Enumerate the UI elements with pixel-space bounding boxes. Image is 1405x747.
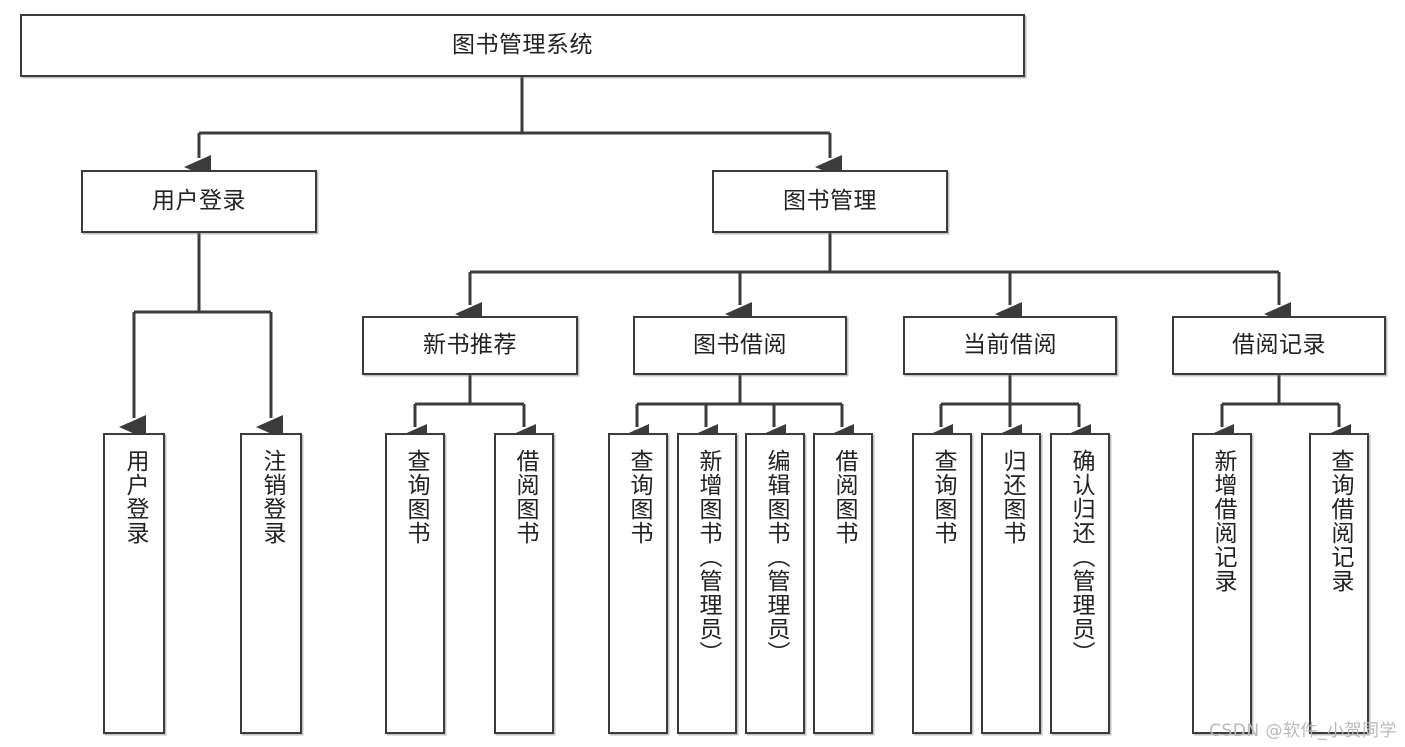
node-new-book-rec[interactable]: 新书推荐 [362,316,578,375]
node-leaf-query-book-2[interactable]: 查询图书 [608,433,668,734]
node-leaf-return-book-label: 归还图书 [998,449,1025,545]
node-leaf-borrow-book-2[interactable]: 借阅图书 [813,433,873,734]
node-leaf-add-book[interactable]: 新增图书（管理员） [677,433,737,734]
node-leaf-confirm-return-label: 确认归还（管理员） [1067,449,1094,665]
node-leaf-confirm-return[interactable]: 确认归还（管理员） [1050,433,1110,734]
node-user-login-label: 用户登录 [152,187,246,214]
node-leaf-user-login-label: 用户登录 [121,449,148,545]
node-leaf-query-book-2-label: 查询图书 [625,449,652,545]
node-leaf-add-book-label: 新增图书（管理员） [694,449,721,665]
node-leaf-query-book-3[interactable]: 查询图书 [912,433,972,734]
node-leaf-query-book-1-label: 查询图书 [402,449,429,545]
node-leaf-edit-book-label: 编辑图书（管理员） [762,449,789,665]
node-leaf-user-logout-label: 注销登录 [258,449,285,545]
node-current-borrow[interactable]: 当前借阅 [903,316,1117,375]
watermark: CSDN @软件_小贺同学 [1209,721,1397,741]
node-leaf-add-record[interactable]: 新增借阅记录 [1192,433,1252,734]
node-borrow-record[interactable]: 借阅记录 [1172,316,1386,375]
node-borrow-record-label: 借阅记录 [1232,331,1326,358]
node-book-manage-label: 图书管理 [783,187,877,214]
node-user-login[interactable]: 用户登录 [81,170,317,233]
node-root[interactable]: 图书管理系统 [20,14,1025,77]
node-book-borrow-label: 图书借阅 [693,331,787,358]
node-book-borrow[interactable]: 图书借阅 [633,316,847,375]
node-root-label: 图书管理系统 [452,31,593,58]
node-leaf-borrow-book-1[interactable]: 借阅图书 [494,433,554,734]
node-leaf-edit-book[interactable]: 编辑图书（管理员） [745,433,805,734]
node-leaf-add-record-label: 新增借阅记录 [1209,449,1236,593]
node-leaf-borrow-book-2-label: 借阅图书 [830,449,857,545]
node-leaf-borrow-book-1-label: 借阅图书 [511,449,538,545]
node-leaf-return-book[interactable]: 归还图书 [981,433,1041,734]
node-new-book-rec-label: 新书推荐 [423,331,517,358]
node-book-manage[interactable]: 图书管理 [712,170,948,233]
node-leaf-query-record-label: 查询借阅记录 [1326,449,1353,593]
node-leaf-query-record[interactable]: 查询借阅记录 [1309,433,1369,734]
node-current-borrow-label: 当前借阅 [963,331,1057,358]
node-leaf-user-login[interactable]: 用户登录 [103,433,165,734]
node-leaf-user-logout[interactable]: 注销登录 [240,433,302,734]
node-leaf-query-book-3-label: 查询图书 [929,449,956,545]
node-leaf-query-book-1[interactable]: 查询图书 [385,433,445,734]
